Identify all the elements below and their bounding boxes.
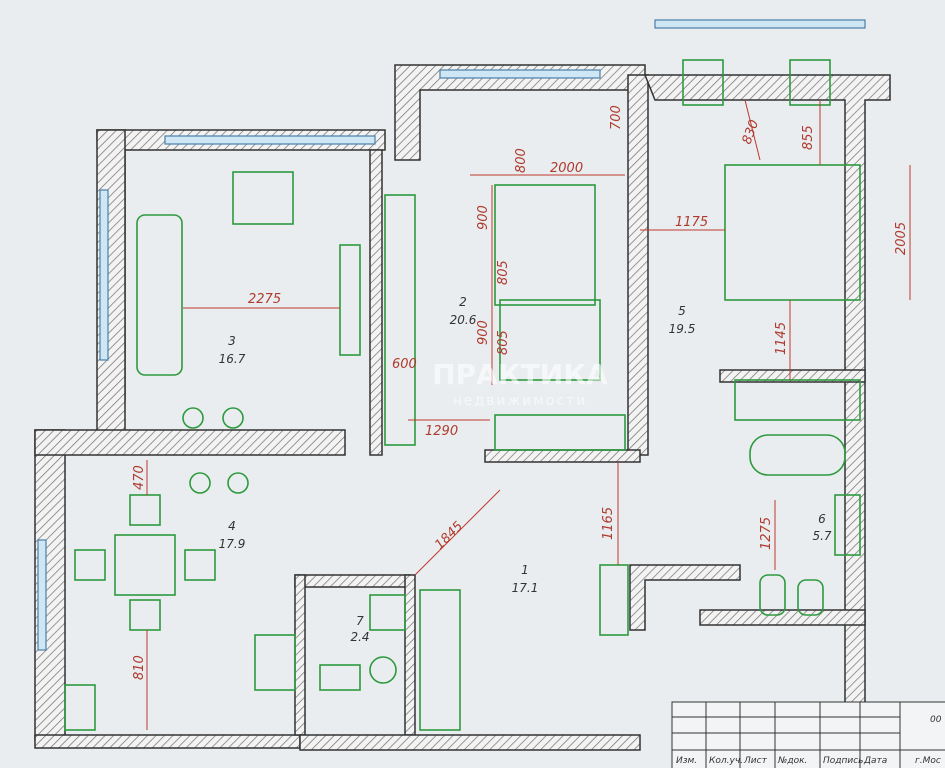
dim-label: 1165 [601, 507, 616, 540]
tb-code: 00 [930, 715, 942, 725]
dim-label: 800 [514, 148, 529, 173]
watermark-sub: недвижимости [453, 393, 588, 409]
room-number: 5 [678, 304, 686, 318]
windows [37, 19, 866, 651]
watermark-brand: ПРАКТИКА [432, 358, 608, 391]
room-area: 17.1 [512, 581, 539, 595]
watermark: ПРАКТИКА недвижимости [432, 358, 608, 409]
room-area: 16.7 [219, 352, 246, 366]
tb-city: г.Мос [915, 756, 941, 766]
dim-label: 855 [801, 125, 816, 150]
dim-label: 1290 [425, 424, 458, 439]
dim-label: 2000 [550, 161, 583, 176]
dim-label: 2275 [248, 292, 281, 307]
room-area: 2.4 [350, 630, 369, 644]
room-number: 1 [521, 563, 529, 577]
dim-label: 900 [476, 320, 491, 345]
room-number: 6 [818, 512, 826, 526]
dim-label: 1175 [675, 215, 708, 230]
room-number: 2 [459, 295, 467, 309]
room-area: 19.5 [669, 322, 696, 336]
tb-label: Подпись [823, 756, 863, 766]
room-number: 7 [356, 614, 364, 628]
room-number: 4 [228, 519, 236, 533]
room-area: 20.6 [450, 313, 477, 327]
dim-label: 810 [132, 655, 147, 680]
tb-label: Лист [743, 756, 768, 766]
dim-label: 900 [476, 205, 491, 230]
dim-label: 1275 [759, 517, 774, 550]
dim-label: 700 [609, 105, 624, 130]
room-labels: 1 17.1 2 20.6 3 16.7 4 17.9 5 19.5 6 5.7… [219, 295, 832, 644]
dim-label: 470 [132, 465, 147, 490]
room-area: 17.9 [219, 537, 246, 551]
dimension-lines [146, 99, 911, 730]
dim-label: 600 [392, 357, 417, 372]
room-number: 3 [228, 334, 236, 348]
tb-label: №док. [777, 756, 807, 766]
tb-label: Кол.уч. [709, 756, 743, 766]
furniture [64, 59, 861, 731]
dimension-labels: 2275 600 1290 800 2000 900 805 900 805 7… [132, 105, 909, 680]
dim-label: 2005 [894, 222, 909, 255]
dim-label: 805 [496, 260, 511, 285]
dim-label: 805 [496, 330, 511, 355]
room-area: 5.7 [812, 529, 831, 543]
dim-label: 1145 [774, 322, 789, 355]
title-block: Изм. Кол.уч. Лист №док. Подпись Дата 00 … [671, 701, 945, 768]
walls [34, 64, 891, 751]
tb-label: Изм. [676, 756, 697, 766]
tb-label: Дата [863, 756, 887, 766]
